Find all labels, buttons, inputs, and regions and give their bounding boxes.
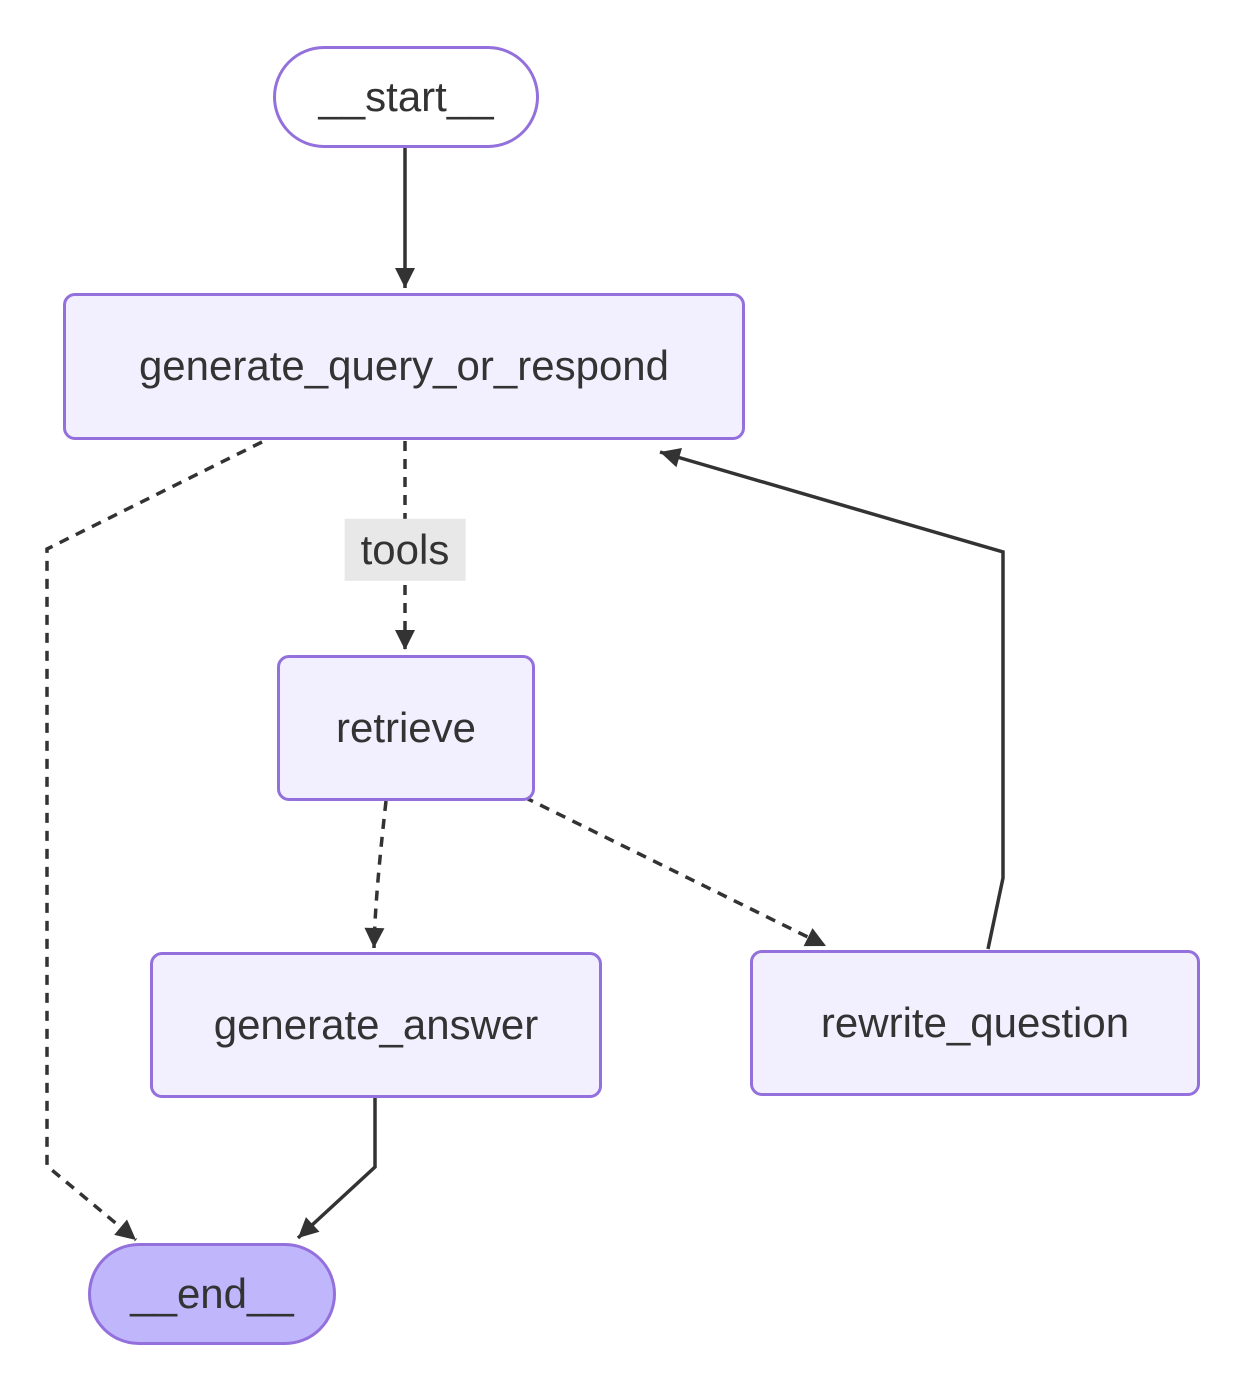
node-generate-answer: generate_answer (150, 952, 602, 1098)
edge-generate-query-or-respond-to-end (45, 440, 263, 1242)
node-end-label: __end__ (130, 1269, 294, 1317)
edge-generate-answer-to-end (296, 1098, 377, 1240)
node-rewrite-question: rewrite_question (750, 950, 1200, 1096)
edge-rewrite-question-to-generate-query-or-respond (659, 447, 1005, 950)
node-start-label: __start__ (318, 72, 494, 120)
node-generate-query-or-respond: generate_query_or_respond (63, 293, 745, 440)
node-retrieve-label: retrieve (335, 703, 477, 751)
edge-label-tools: tools (344, 518, 466, 582)
edge-retrieve-to-generate-answer (364, 800, 388, 949)
edge-retrieve-to-rewrite-question (523, 795, 827, 948)
node-retrieve: retrieve (277, 655, 535, 801)
node-end: __end__ (88, 1243, 336, 1345)
node-start: __start__ (273, 46, 539, 148)
node-generate-answer-label: generate_answer (213, 1000, 539, 1048)
node-generate-query-or-respond-label: generate_query_or_respond (138, 342, 670, 390)
node-rewrite-question-label: rewrite_question (820, 998, 1130, 1046)
